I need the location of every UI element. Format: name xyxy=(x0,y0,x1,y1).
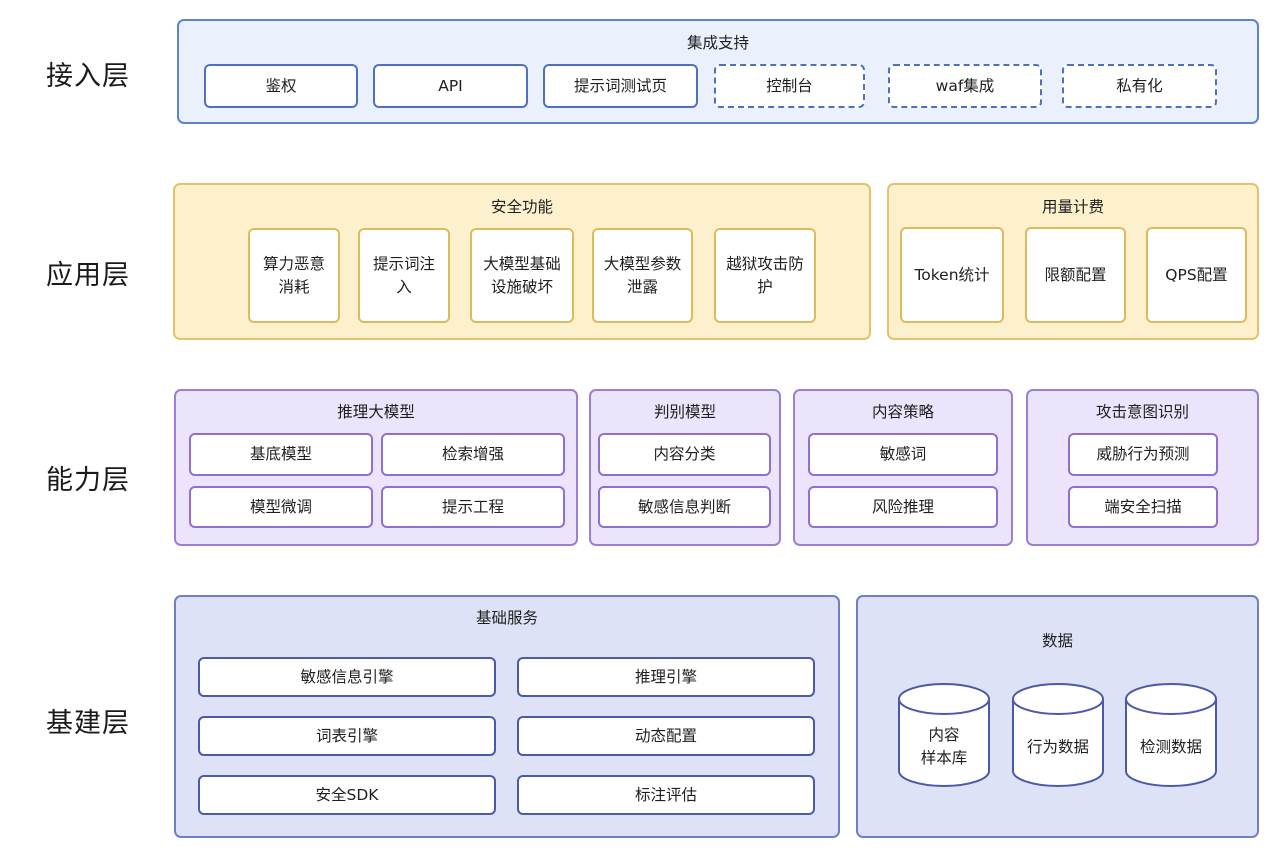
box-line: 设施破坏 xyxy=(490,277,553,296)
content-classification-box: 内容分类 xyxy=(598,433,771,476)
panel-title: 内容策略 xyxy=(871,403,934,421)
box-line: 入 xyxy=(396,277,412,296)
box-line: 大模型参数 xyxy=(603,254,682,273)
panel-title: 用量计费 xyxy=(1041,198,1104,216)
prompt-test-page-box: 提示词测试页 xyxy=(543,64,698,108)
behavior-data-db: 行为数据 xyxy=(1011,716,1105,778)
token-stats-box: Token统计 xyxy=(900,227,1004,323)
qps-config-box: QPS配置 xyxy=(1146,227,1247,323)
database-icon xyxy=(1125,683,1217,787)
box-line: 大模型基础 xyxy=(483,254,561,273)
sensitive-words-box: 敏感词 xyxy=(808,433,998,476)
console-box: 控制台 xyxy=(714,64,865,108)
sensitive-info-engine-box: 敏感信息引擎 xyxy=(198,657,496,697)
lexicon-engine-box: 词表引擎 xyxy=(198,716,496,756)
box-line: 提示词注 xyxy=(372,254,435,273)
inference-engine-box: 推理引擎 xyxy=(517,657,815,697)
panel-title: 集成支持 xyxy=(686,34,749,52)
prompt-engineering-box: 提示工程 xyxy=(381,486,565,528)
threat-prediction-box: 威胁行为预测 xyxy=(1068,433,1218,476)
api-box: API xyxy=(373,64,528,108)
panel-title: 攻击意图识别 xyxy=(1095,403,1189,421)
sensitive-info-judgment-box: 敏感信息判断 xyxy=(598,486,771,528)
param-leak-box: 大模型参数 泄露 xyxy=(592,228,693,323)
db-line: 样本库 xyxy=(920,749,968,767)
layer-label-capability: 能力层 xyxy=(46,465,130,496)
private-deployment-box: 私有化 xyxy=(1062,64,1217,108)
jailbreak-defense-box: 越狱攻击防 护 xyxy=(714,228,816,323)
panel-title: 数据 xyxy=(1041,632,1073,650)
compute-abuse-box: 算力恶意 消耗 xyxy=(248,228,340,323)
layer-label-access: 接入层 xyxy=(46,61,130,92)
endpoint-scan-box: 端安全扫描 xyxy=(1068,486,1218,528)
quota-config-box: 限额配置 xyxy=(1025,227,1126,323)
prompt-injection-box: 提示词注 入 xyxy=(358,228,450,323)
base-model-box: 基底模型 xyxy=(189,433,373,476)
box-line: 泄露 xyxy=(626,277,658,296)
detection-data-db: 检测数据 xyxy=(1124,716,1218,778)
content-sample-db: 内容 样本库 xyxy=(897,716,991,778)
db-line: 行为数据 xyxy=(1026,737,1089,756)
database-icon xyxy=(1012,683,1104,787)
waf-integration-box: waf集成 xyxy=(888,64,1042,108)
box-line: 消耗 xyxy=(278,277,310,296)
rag-box: 检索增强 xyxy=(381,433,565,476)
box-line: 算力恶意 xyxy=(262,254,325,273)
layer-label-application: 应用层 xyxy=(46,260,130,291)
database-icon xyxy=(898,683,990,787)
panel-title: 基础服务 xyxy=(475,609,538,627)
panel-title: 推理大模型 xyxy=(337,403,415,421)
annotation-eval-box: 标注评估 xyxy=(517,775,815,815)
db-line: 检测数据 xyxy=(1139,737,1202,756)
db-line: 内容 xyxy=(928,726,960,744)
box-line: 越狱攻击防 xyxy=(726,254,804,273)
dynamic-config-box: 动态配置 xyxy=(517,716,815,756)
layer-label-infrastructure: 基建层 xyxy=(46,708,130,739)
box-line: 护 xyxy=(757,277,773,296)
risk-reasoning-box: 风险推理 xyxy=(808,486,998,528)
infra-damage-box: 大模型基础 设施破坏 xyxy=(470,228,574,323)
panel-title: 安全功能 xyxy=(490,198,553,216)
panel-title: 判别模型 xyxy=(653,403,716,421)
fine-tuning-box: 模型微调 xyxy=(189,486,373,528)
auth-box: 鉴权 xyxy=(204,64,358,108)
security-sdk-box: 安全SDK xyxy=(198,775,496,815)
